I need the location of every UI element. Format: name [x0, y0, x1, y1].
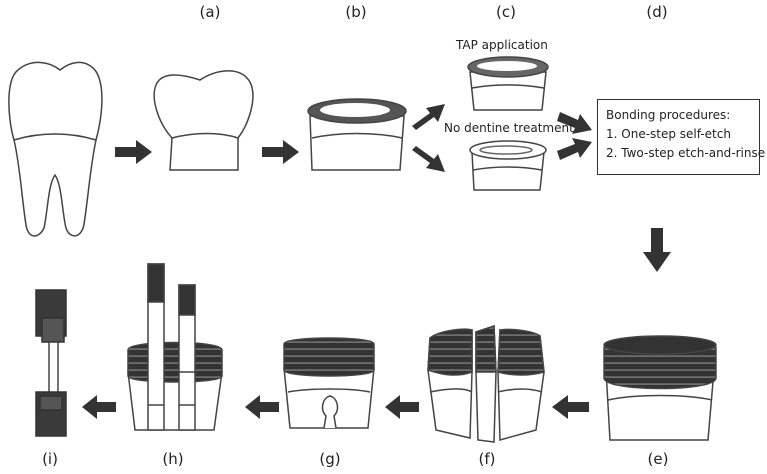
label-a: (a) — [199, 3, 221, 21]
whole-tooth — [8, 61, 103, 237]
arrow-left-1 — [552, 395, 589, 419]
label-i: (i) — [42, 450, 58, 468]
arrow-left-2 — [385, 395, 419, 419]
arrow-right-2 — [262, 140, 299, 164]
label-g: (g) — [319, 450, 341, 468]
tap-sample — [467, 56, 549, 111]
bonding-step-2: 2. Two-step etch-and-rinse — [606, 146, 766, 160]
label-h: (h) — [162, 450, 184, 468]
notched-sample-g — [283, 337, 375, 429]
arrow-to-box-1 — [557, 112, 592, 134]
arrow-down-right — [412, 146, 445, 172]
cut-crown-b — [307, 98, 407, 171]
bonding-procedures-box: Bonding procedures: 1. One-step self-etc… — [597, 99, 766, 175]
crown-a — [153, 70, 254, 171]
label-b: (b) — [345, 3, 367, 21]
resin-sample-e — [603, 335, 717, 441]
label-f: (f) — [478, 450, 496, 468]
arrow-down — [643, 228, 671, 272]
beam-sample-h — [127, 263, 223, 431]
no-dentine-treatment-note: No dentine treatment — [444, 121, 574, 135]
arrow-left-3 — [245, 395, 279, 419]
bonding-title: Bonding procedures: — [606, 108, 731, 122]
arrow-right-1 — [115, 140, 152, 164]
label-c: (c) — [496, 3, 516, 21]
fractured-beam-i — [35, 289, 67, 437]
tap-application-note: TAP application — [456, 38, 548, 52]
arrow-left-4 — [82, 395, 116, 419]
label-e: (e) — [647, 450, 669, 468]
untreated-sample — [469, 140, 547, 191]
arrow-up-right — [412, 104, 445, 130]
label-d: (d) — [646, 3, 668, 21]
arrow-to-box-2 — [557, 138, 592, 160]
bonding-step-1: 1. One-step self-etch — [606, 127, 731, 141]
sectioned-sample-f — [427, 324, 545, 443]
